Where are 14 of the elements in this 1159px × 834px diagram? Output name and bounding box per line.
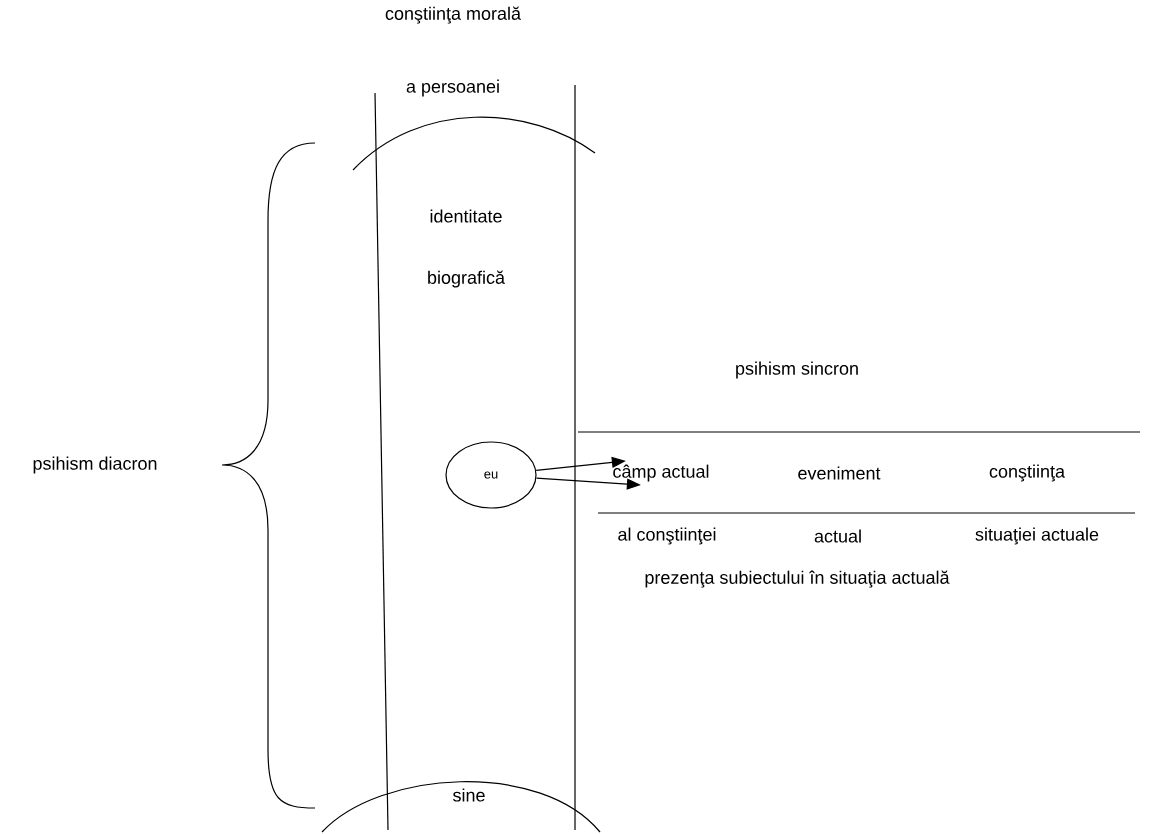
- text-label: conştiinţa morală: [385, 6, 521, 24]
- text-label: a persoanei: [406, 79, 499, 97]
- text-label: situaţiei actuale: [975, 527, 1099, 545]
- text-label: câmp actual: [613, 464, 709, 482]
- text-label: psihism diacron: [33, 456, 157, 474]
- text-label: sine: [453, 788, 485, 802]
- text-label: actual: [814, 529, 861, 543]
- text-label: prezenţa subiectului în situaţia actuală: [645, 570, 950, 588]
- text-label: al conştiinţei: [618, 527, 716, 545]
- text-label: eveniment: [798, 466, 881, 480]
- text-label: conştiinţa: [989, 464, 1065, 482]
- text-label: biografică: [428, 270, 505, 288]
- text-label: identitate: [430, 209, 502, 223]
- text-label: psihism sincron: [736, 361, 858, 379]
